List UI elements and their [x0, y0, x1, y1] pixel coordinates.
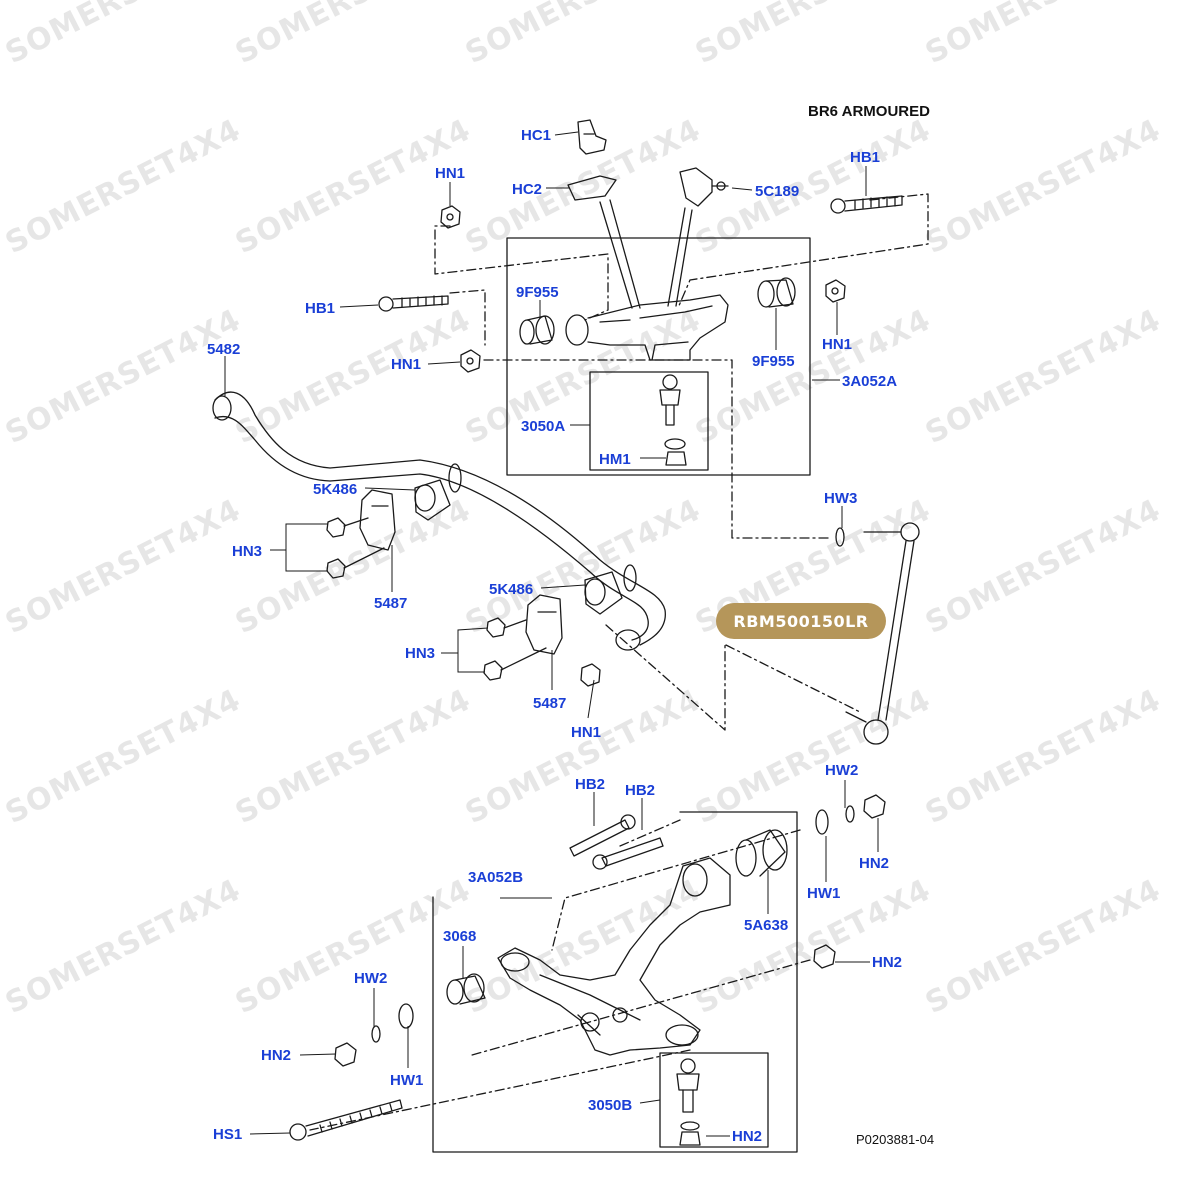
label-hc1[interactable]: HC1 — [521, 127, 552, 144]
label-hc2[interactable]: HC2 — [512, 181, 543, 198]
nut-hn1-right — [825, 279, 846, 303]
balljoint-3050a — [659, 374, 687, 466]
label-leaders — [224, 131, 879, 1137]
label-hb2-a[interactable]: HB2 — [575, 776, 606, 793]
bush-5a638 — [735, 829, 788, 877]
label-3a052b[interactable]: 3A052B — [468, 869, 524, 886]
label-5c189[interactable]: 5C189 — [755, 183, 800, 200]
drawing-code: P0203881-04 — [856, 1132, 935, 1147]
bush-5k486-upper — [414, 479, 451, 521]
bolt-hb1-left — [378, 295, 449, 312]
bracket-leader-lines — [599, 199, 693, 309]
nut-hn2-left — [334, 1042, 357, 1067]
lower-arm-box — [432, 811, 798, 1153]
label-hn3-lower[interactable]: HN3 — [405, 645, 436, 662]
nut-hn1-top — [440, 205, 461, 229]
stabilizer-bar-5482 — [212, 391, 666, 651]
label-hn2-right[interactable]: HN2 — [859, 855, 890, 872]
label-3050a[interactable]: 3050A — [521, 418, 566, 435]
label-5482[interactable]: 5482 — [207, 341, 241, 358]
label-hn3-upper[interactable]: HN3 — [232, 543, 263, 560]
label-3a052a[interactable]: 3A052A — [842, 373, 898, 390]
label-5487-upper[interactable]: 5487 — [374, 595, 408, 612]
nuts-hn3 — [326, 517, 547, 681]
label-5k486-lower[interactable]: 5K486 — [489, 581, 534, 598]
label-hm1[interactable]: HM1 — [599, 451, 631, 468]
bolt-hb2-b — [592, 837, 664, 870]
label-5487-lower[interactable]: 5487 — [533, 695, 567, 712]
label-hw1-right[interactable]: HW1 — [807, 885, 841, 902]
label-hn1-top[interactable]: HN1 — [435, 165, 466, 182]
label-hn2-bottom[interactable]: HN2 — [732, 1128, 763, 1145]
nut-hn1-mid — [460, 349, 481, 373]
label-hb2-b[interactable]: HB2 — [625, 782, 656, 799]
balljoint-box-lower — [659, 1052, 769, 1148]
part-link-badge[interactable]: RBM500150LR — [716, 603, 886, 639]
label-hn1-lower[interactable]: HN1 — [571, 724, 602, 741]
lower-control-arm — [497, 857, 731, 1056]
washers-hw-right — [815, 805, 855, 835]
link-rod-rbm500150lr — [845, 522, 920, 745]
label-5a638[interactable]: 5A638 — [744, 917, 789, 934]
diagram-title: BR6 ARMOURED — [808, 103, 930, 120]
nut-hn1-lower — [580, 663, 601, 687]
nut-hn2-mid — [813, 944, 836, 969]
nut-hn2-right — [863, 794, 886, 819]
bush-9f955-left — [519, 315, 555, 345]
clamp-5487-lower — [525, 594, 563, 655]
label-hb1-left[interactable]: HB1 — [305, 300, 336, 317]
clamp-5487-upper — [359, 489, 396, 551]
label-hs1[interactable]: HS1 — [213, 1126, 243, 1143]
washers-hw-left — [371, 1003, 414, 1043]
guide-lines — [309, 193, 929, 1131]
label-hn2-left[interactable]: HN2 — [261, 1047, 292, 1064]
bush-3068 — [446, 973, 486, 1005]
washer-hw3 — [835, 527, 845, 547]
label-hb1-right[interactable]: HB1 — [850, 149, 881, 166]
bush-9f955-right — [757, 277, 796, 308]
label-9f955-left[interactable]: 9F955 — [516, 284, 559, 301]
balljoint-3050b — [676, 1058, 701, 1146]
label-hw1-left[interactable]: HW1 — [390, 1072, 424, 1089]
upper-arm-box — [506, 237, 811, 476]
bolt-hb2-a — [569, 814, 636, 857]
bolt-hs1 — [289, 1099, 403, 1141]
bracket-hc1 — [577, 119, 607, 155]
bracket-hc2 — [567, 175, 617, 201]
label-hw2-left[interactable]: HW2 — [354, 970, 388, 987]
label-3068[interactable]: 3068 — [443, 928, 477, 945]
label-hn1-right[interactable]: HN1 — [822, 336, 853, 353]
upper-control-arm — [565, 294, 729, 361]
bush-5k486-lower — [584, 571, 623, 615]
label-3050b[interactable]: 3050B — [588, 1097, 633, 1114]
label-hn2-mid[interactable]: HN2 — [872, 954, 903, 971]
label-9f955-right[interactable]: 9F955 — [752, 353, 795, 370]
bolt-hb1-right — [830, 195, 903, 214]
label-hw3[interactable]: HW3 — [824, 490, 858, 507]
label-hw2-right[interactable]: HW2 — [825, 762, 859, 779]
label-5k486-upper[interactable]: 5K486 — [313, 481, 358, 498]
sensor-5c189 — [679, 167, 729, 207]
label-hn1-mid[interactable]: HN1 — [391, 356, 422, 373]
balljoint-box-upper — [589, 371, 709, 471]
